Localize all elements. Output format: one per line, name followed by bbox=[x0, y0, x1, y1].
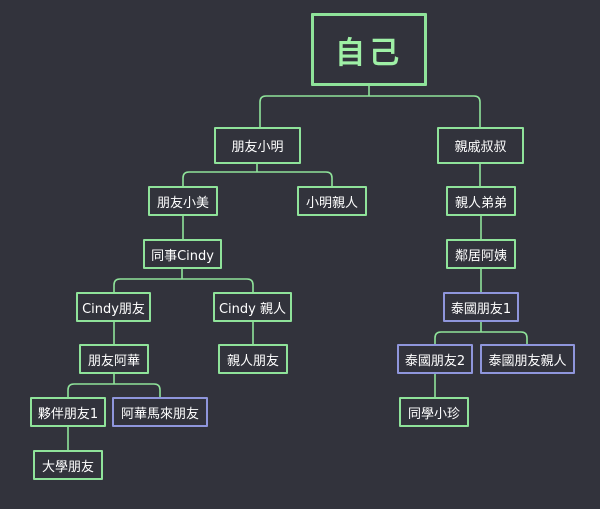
node-thai-friend1[interactable]: 泰國朋友1 bbox=[443, 292, 519, 322]
node-thai-friend2[interactable]: 泰國朋友2 bbox=[397, 344, 473, 374]
node-relative-uncle[interactable]: 親戚叔叔 bbox=[437, 127, 524, 164]
connector-line bbox=[67, 383, 161, 397]
connector-line bbox=[434, 331, 528, 344]
node-ming-relative[interactable]: 小明親人 bbox=[297, 186, 367, 216]
node-friend-ming[interactable]: 朋友小明 bbox=[214, 127, 301, 164]
node-hua-malaysia-friend[interactable]: 阿華馬來朋友 bbox=[112, 397, 208, 427]
node-friend-hua[interactable]: 朋友阿華 bbox=[79, 344, 149, 374]
node-cindy-friend[interactable]: Cindy朋友 bbox=[76, 292, 151, 322]
node-relative-brother[interactable]: 親人弟弟 bbox=[446, 186, 516, 216]
connector-line bbox=[113, 278, 254, 292]
node-thai-friend-relative[interactable]: 泰國朋友親人 bbox=[480, 344, 575, 374]
node-self[interactable]: 自己 bbox=[311, 13, 427, 86]
node-friend-mei[interactable]: 朋友小美 bbox=[148, 186, 218, 216]
node-neighbor-aunt[interactable]: 鄰居阿姨 bbox=[446, 239, 516, 269]
connector-line bbox=[182, 171, 333, 186]
node-classmate-zhen[interactable]: 同學小珍 bbox=[399, 397, 469, 427]
node-relative-friend[interactable]: 親人朋友 bbox=[218, 344, 288, 374]
node-college-friend[interactable]: 大學朋友 bbox=[33, 450, 103, 480]
node-cindy-relative[interactable]: Cindy 親人 bbox=[213, 292, 292, 322]
connector-line bbox=[259, 95, 481, 127]
node-partner-friend1[interactable]: 夥伴朋友1 bbox=[30, 397, 106, 427]
node-colleague-cindy[interactable]: 同事Cindy bbox=[143, 239, 222, 269]
